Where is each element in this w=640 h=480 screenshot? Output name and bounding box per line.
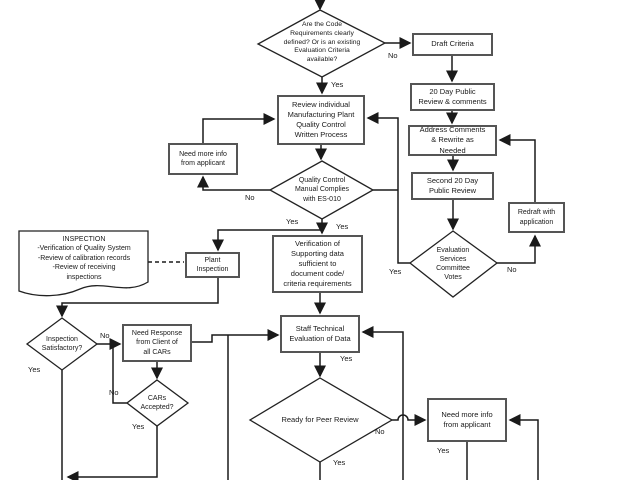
node-20day-public-review: 20 Day Public Review & comments (410, 83, 495, 111)
node-staff-eval-label: Staff Technical Evaluation of Data (289, 323, 351, 343)
ready-peer-diamond (248, 377, 394, 463)
node-address-comments-label: Address Comments & Rewrite as Needed (419, 125, 486, 155)
label-inspection-yes: Yes (28, 365, 41, 374)
edge-redraft-to-address (498, 134, 536, 202)
edge-bottom-to-needinfo2 (508, 414, 539, 480)
label-needinfo2-yes: Yes (437, 446, 450, 455)
label-ready-no: No (375, 427, 385, 436)
edge-needinfo1-to-review (202, 113, 276, 143)
inspection-satisfactory-diamond (25, 317, 99, 371)
node-draft-criteria-label: Draft Criteria (431, 39, 474, 49)
node-plant-inspection-label: Plant Inspection (196, 256, 229, 273)
node-verification: Verification of Supporting data sufficie… (272, 235, 363, 293)
label-qc-no: No (245, 193, 255, 202)
node-address-comments: Address Comments & Rewrite as Needed (408, 125, 497, 156)
node-20day-public-review-label: 20 Day Public Review & comments (418, 86, 487, 106)
inspection-document-label: INSPECTION -Verification of Quality Syst… (37, 236, 131, 281)
node-redraft-label: Redraft with application (517, 209, 556, 226)
edge-qc-yes-to-plant (212, 229, 322, 252)
edge-plant-to-inspection (56, 278, 219, 318)
edge-qc-no-to-needinfo1 (197, 175, 270, 191)
node-need-info-2: Need more info from applicant (427, 398, 507, 442)
qc-manual-diamond (268, 160, 375, 220)
label-cars-yes: Yes (132, 422, 145, 431)
node-need-info-1: Need more info from applicant (168, 143, 238, 175)
start-decision-diamond (256, 9, 387, 78)
node-second-20day-review: Second 20 Day Public Review (411, 172, 494, 200)
label-inspection-no: No (100, 331, 110, 340)
node-draft-criteria: Draft Criteria (412, 33, 493, 56)
edge-ready-no-to-needinfo2 (392, 414, 427, 426)
node-need-response-label: Need Response from Client of all CARs (131, 329, 183, 356)
label-qc-yes-down: Yes (336, 222, 349, 231)
node-need-info-2-label: Need more info from applicant (441, 409, 493, 429)
node-verification-label: Verification of Supporting data sufficie… (283, 238, 352, 289)
edge-committee-no-to-redraft (497, 234, 541, 264)
node-review-plant: Review individual Manufacturing Plant Qu… (277, 95, 365, 145)
label-staff-yes: Yes (340, 354, 353, 363)
label-committee-no: No (507, 265, 517, 274)
cars-accepted-diamond (125, 379, 190, 427)
node-second-20day-review-label: Second 20 Day Public Review (426, 175, 479, 195)
node-review-plant-label: Review individual Manufacturing Plant Qu… (287, 99, 355, 140)
node-need-response: Need Response from Client of all CARs (122, 324, 192, 362)
committee-votes-diamond (408, 230, 499, 298)
edge-cars-yes-merge (66, 426, 158, 480)
edge-bottom-to-staff (361, 326, 404, 480)
label-ready-yes: Yes (333, 458, 346, 467)
node-redraft: Redraft with application (508, 202, 565, 233)
label-committee-yes: Yes (389, 267, 402, 276)
edge-needresponse-to-staff (192, 329, 280, 343)
label-cars-no: No (109, 388, 119, 397)
node-need-info-1-label: Need more info from applicant (179, 150, 227, 167)
node-plant-inspection: Plant Inspection (185, 252, 240, 278)
label-start-no: No (388, 51, 398, 60)
inspection-document-shape (18, 230, 149, 297)
node-staff-eval: Staff Technical Evaluation of Data (280, 315, 360, 353)
edge-cars-no-loop (112, 345, 127, 404)
label-start-yes: Yes (331, 80, 344, 89)
label-qc-yes-left: Yes (286, 217, 299, 226)
